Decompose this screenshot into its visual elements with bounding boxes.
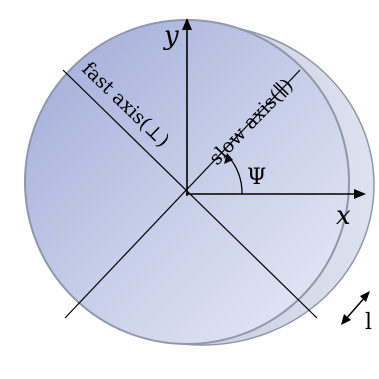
y-axis-label: y: [163, 21, 179, 51]
thickness-arrow-line: [344, 295, 367, 321]
y-axis-arrowhead: [182, 18, 192, 30]
thickness-arrowhead-upper: [360, 291, 370, 302]
angle-label: Ψ: [247, 165, 266, 190]
thickness-arrowhead-lower: [341, 314, 351, 325]
x-axis-arrowhead: [354, 189, 366, 199]
thickness-label: l: [365, 310, 372, 335]
angle-arc-arrowhead: [224, 153, 233, 164]
x-axis-label: x: [336, 201, 351, 231]
slow-axis-line: [64, 69, 301, 319]
